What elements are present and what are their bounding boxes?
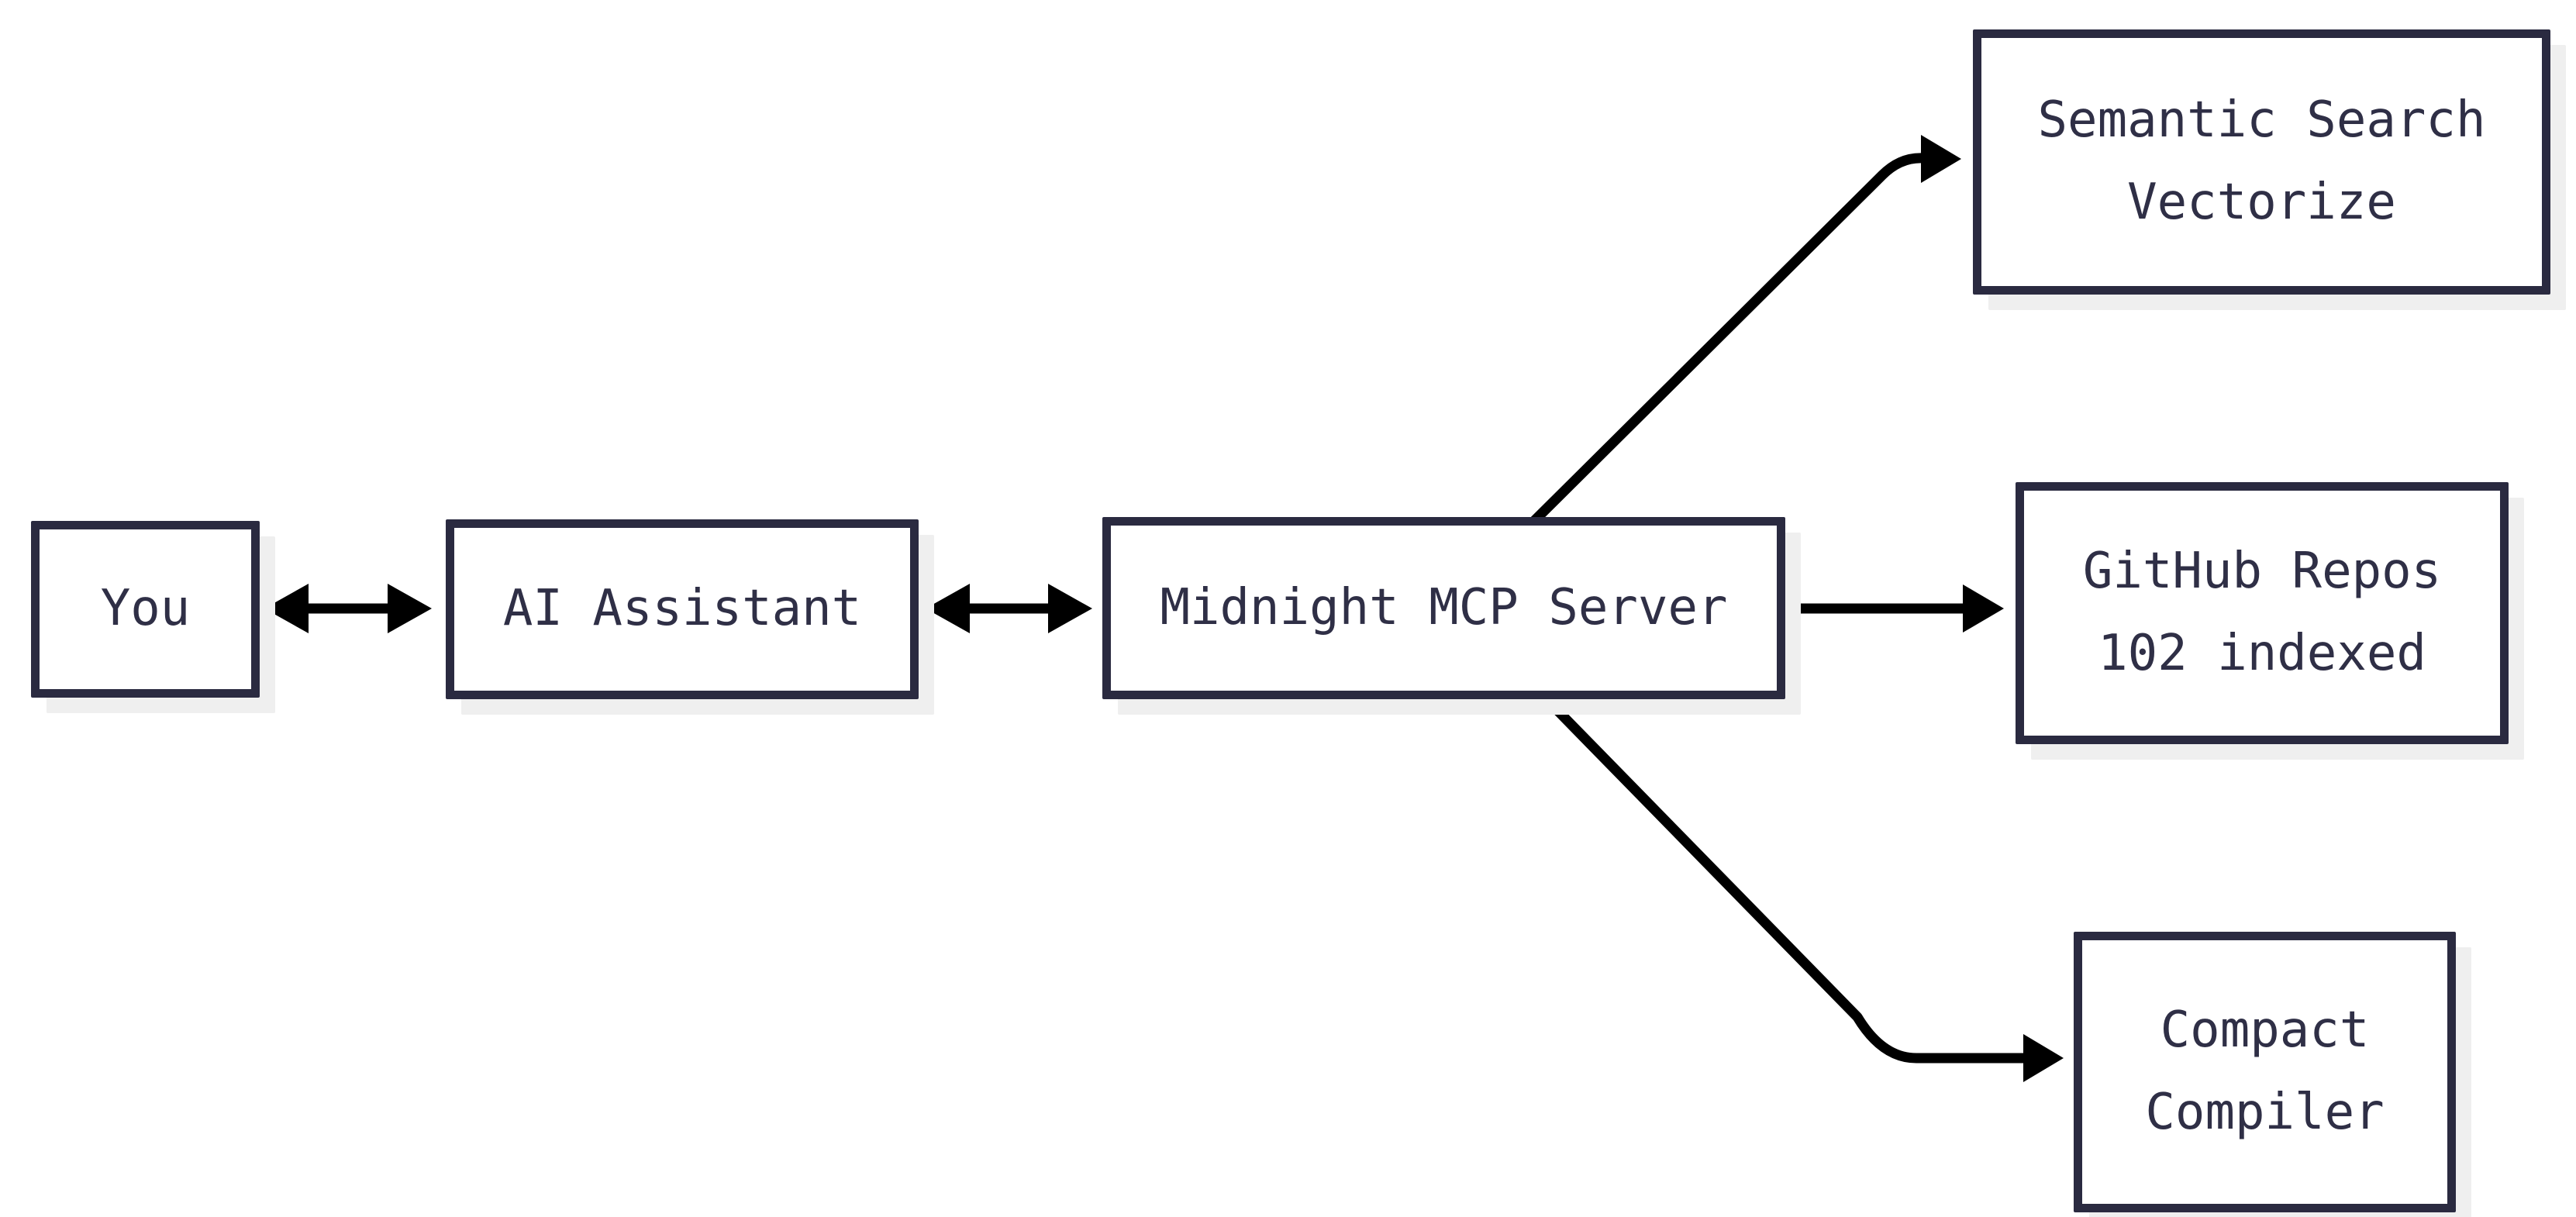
node-semantic-search-vectorize: Semantic Search Vectorize: [1973, 29, 2550, 295]
connector-mcp-compact-path: [1540, 692, 2025, 1064]
connector-ai-mcp: [926, 584, 1092, 633]
node-compact-compiler-line-2: Compiler: [2145, 1084, 2385, 1141]
node-github-repos: GitHub Repos 102 indexed: [2016, 482, 2509, 744]
node-you-label: You: [100, 580, 191, 638]
arrowhead-right-mcp: [1048, 584, 1092, 633]
node-github-repos-line-1: GitHub Repos: [2082, 543, 2442, 601]
node-ai-assistant-label: AI Assistant: [502, 580, 862, 638]
arrowhead-semantic-search: [1921, 135, 1961, 183]
arrowhead-left-ai: [926, 584, 970, 633]
arrowhead-right-ai: [388, 584, 432, 633]
arrowhead-github-repos: [1963, 584, 2004, 633]
connector-mcp-github-repos: [1785, 584, 2004, 633]
node-midnight-mcp-server-label: Midnight MCP Server: [1160, 578, 1728, 636]
arrowhead-compact-compiler: [2023, 1034, 2064, 1082]
connector-mcp-compact-compiler: [1540, 692, 2064, 1082]
connector-you-ai-assistant: [264, 584, 432, 633]
node-github-repos-line-2: 102 indexed: [2098, 625, 2426, 682]
node-midnight-mcp-server: Midnight MCP Server: [1102, 517, 1785, 699]
node-semantic-search-line-1: Semantic Search: [2037, 91, 2486, 150]
node-compact-compiler: Compact Compiler: [2074, 932, 2456, 1212]
node-you: You: [31, 521, 260, 698]
connector-mcp-semantic-path: [1527, 153, 1925, 528]
node-compact-compiler-line-1: Compact: [2160, 1002, 2370, 1060]
node-semantic-search-line-2: Vectorize: [2127, 174, 2396, 231]
arrowhead-left-you: [264, 584, 309, 633]
connector-mcp-semantic-search: [1527, 135, 1961, 528]
node-ai-assistant: AI Assistant: [446, 519, 919, 699]
